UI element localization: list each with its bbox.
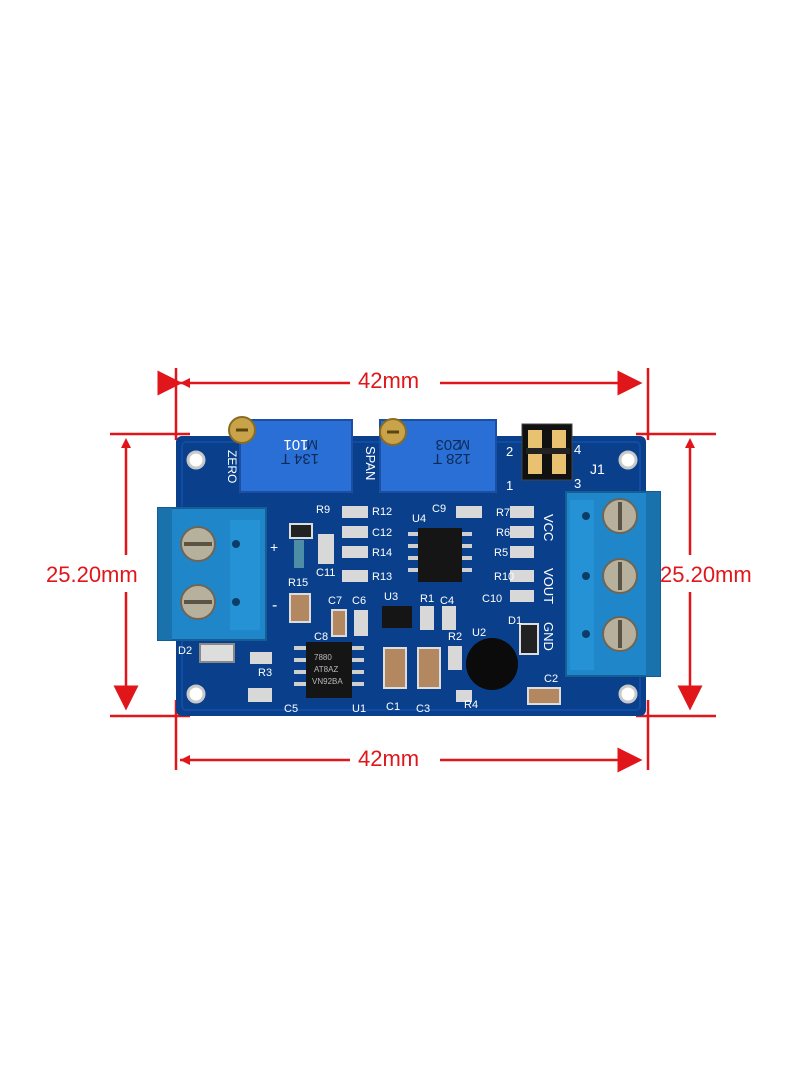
label-j1-pin2: 2 [506,444,513,459]
svg-text:C9: C9 [432,503,446,515]
reference-designators: R9 R12 C9 U4 C12 R14 R13 R7 R6 R5 R10 C1… [178,503,558,715]
svg-text:R15: R15 [288,577,308,589]
svg-text:101: 101 [283,436,308,453]
svg-text:R13: R13 [372,571,392,583]
svg-text:R4: R4 [464,699,478,711]
svg-text:C12: C12 [372,527,392,539]
svg-text:134 T: 134 T [281,450,319,467]
svg-text:203: 203 [435,436,460,453]
j1-jumper [521,423,573,481]
svg-text:R2: R2 [448,631,462,643]
transistor-u2 [466,638,518,690]
svg-text:R5: R5 [494,547,508,559]
label-zero: ZERO [225,450,239,483]
svg-text:C10: C10 [482,593,502,605]
svg-text:C2: C2 [544,673,558,685]
svg-text:C7: C7 [328,595,342,607]
svg-text:R6: R6 [496,527,510,539]
dimension-right-height: 25.20mm [660,562,752,587]
svg-text:U1: U1 [352,703,366,715]
svg-text:C6: C6 [352,595,366,607]
dimension-lines [110,368,716,773]
label-vout: VOUT [541,568,556,604]
label-gnd: GND [541,622,556,651]
svg-text:R10: R10 [494,571,514,583]
chip-u3 [382,606,412,628]
svg-text:M: M [306,437,318,453]
svg-text:D1: D1 [508,615,522,627]
chip-u1: 7880 AT8AZ VN92BA [294,642,364,698]
svg-text:7880: 7880 [314,653,332,662]
svg-text:R12: R12 [372,506,392,518]
svg-text:C5: C5 [284,703,298,715]
svg-text:C1: C1 [386,701,400,713]
svg-text:C8: C8 [314,631,328,643]
svg-text:R1: R1 [420,593,434,605]
svg-text:R14: R14 [372,547,392,559]
svg-text:VN92BA: VN92BA [312,677,343,686]
label-span: SPAN [363,446,378,480]
zero-potentiometer: 101 M 134 T [228,416,353,493]
dimension-left-height: 25.20mm [46,562,138,587]
chip-u4 [408,528,472,582]
label-plus: + [270,539,278,555]
smd-components [199,506,561,705]
svg-text:R7: R7 [496,507,510,519]
svg-text:C11: C11 [316,567,335,579]
svg-text:R9: R9 [316,504,330,516]
label-j1: J1 [590,461,605,477]
svg-text:AT8AZ: AT8AZ [314,665,338,674]
dimension-bottom-width: 42mm [358,746,420,771]
input-terminal-block [157,507,267,641]
svg-text:U3: U3 [384,591,398,603]
svg-text:D2: D2 [178,645,192,657]
label-j1-pin4: 4 [574,442,581,457]
label-vcc: VCC [541,514,556,541]
label-j1-pin1: 1 [506,478,513,493]
svg-text:U4: U4 [412,513,426,525]
svg-text:128 T: 128 T [433,450,471,467]
svg-text:C4: C4 [440,595,454,607]
svg-text:U2: U2 [472,627,486,639]
output-terminal-block [565,491,661,677]
mounting-holes [186,450,638,704]
svg-text:M: M [458,437,470,453]
label-minus: - [272,597,277,614]
span-potentiometer: 203 M 128 T [379,418,497,493]
label-j1-pin3: 3 [574,476,581,491]
svg-text:C3: C3 [416,703,430,715]
dimension-top-width: 42mm [358,368,420,393]
svg-text:R3: R3 [258,667,272,679]
